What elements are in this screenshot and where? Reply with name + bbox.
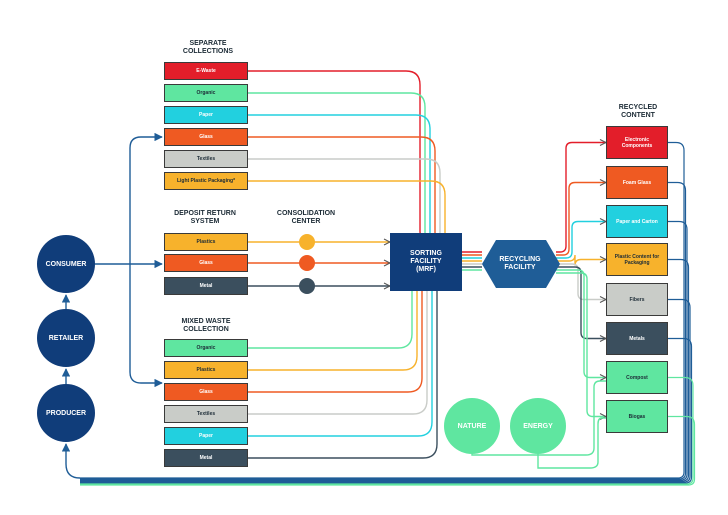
energy-node: ENERGY (510, 398, 566, 454)
mixed-waste-box: Metal (164, 449, 248, 467)
return-line (80, 337, 693, 484)
recycled-content-box: Fibers (606, 283, 668, 316)
flow-line (248, 278, 438, 459)
mixed-waste-box: Organic (164, 339, 248, 357)
flow-line (248, 136, 440, 246)
mixed-waste-box: Plastics (164, 361, 248, 379)
flow-line (248, 282, 428, 415)
return-line (80, 181, 687, 480)
recycled-content-box: Compost (606, 361, 668, 394)
retailer-node: RETAILER (37, 309, 95, 367)
mixed-waste-box: Paper (164, 427, 248, 445)
consolidation-center-heading: CONSOLIDATION CENTER (276, 210, 336, 225)
separate-collection-box: E-Waste (164, 62, 248, 80)
flow-line (471, 380, 606, 456)
recycling-facility-hexagon (482, 240, 560, 288)
flow-line (537, 417, 606, 469)
flow-line (248, 280, 433, 437)
return-line (80, 376, 694, 485)
flow-line (556, 220, 606, 259)
return-line (80, 220, 688, 481)
flow-line (129, 264, 163, 388)
consolidation-dot (299, 234, 315, 250)
recycled-content-box: Electronic Components (606, 126, 668, 159)
flow-line (129, 132, 163, 264)
flow-lines (61, 70, 696, 486)
flow-line (556, 254, 606, 266)
return-line (61, 443, 81, 479)
flow-line (556, 272, 606, 418)
flow-line (248, 288, 413, 349)
producer-node: PRODUCER (37, 384, 95, 442)
recycling-facility-label: RECYCLING FACILITY (499, 256, 541, 271)
mixed-waste-heading: MIXED WASTE COLLECTION (181, 318, 231, 333)
mixed-waste-box: Textiles (164, 405, 248, 423)
return-line (80, 298, 691, 483)
return-line (80, 258, 690, 482)
consumer-node: CONSUMER (37, 235, 95, 293)
separate-collection-box: Organic (164, 84, 248, 102)
consolidation-dot (299, 255, 315, 271)
separate-collections-heading: SEPARATE COLLECTIONS (182, 40, 234, 55)
sorting-facility-label: SORTING FACILITY (MRF) (410, 250, 442, 273)
consolidation-dot (299, 278, 315, 294)
mixed-waste-box: Glass (164, 383, 248, 401)
flow-line (556, 266, 606, 340)
flow-line (556, 181, 606, 256)
recycled-content-box: Foam Glass (606, 166, 668, 199)
return-line (80, 141, 685, 479)
recycled-content-box: Paper and Carton (606, 205, 668, 238)
deposit-return-box: Metal (164, 277, 248, 295)
recycled-content-heading: RECYCLED CONTENT (618, 104, 658, 119)
separate-collection-box: Paper (164, 106, 248, 124)
flow-line (248, 286, 418, 371)
separate-collection-box: Glass (164, 128, 248, 146)
recycled-content-box: Metals (606, 322, 668, 355)
flow-line (248, 284, 423, 393)
separate-collection-box: Textiles (164, 150, 248, 168)
recycled-content-box: Plastic Content for Packaging (606, 243, 668, 276)
deposit-return-heading: DEPOSIT RETURN SYSTEM (174, 210, 236, 225)
deposit-return-box: Plastics (164, 233, 248, 251)
separate-collection-box: Light Plastic Packaging* (164, 172, 248, 190)
deposit-return-box: Glass (164, 254, 248, 272)
sorting-facility-node: SORTING FACILITY (MRF) (390, 233, 462, 291)
return-line (80, 415, 696, 486)
flow-line (556, 141, 606, 253)
recycled-content-box: Biogas (606, 400, 668, 433)
nature-node: NATURE (444, 398, 500, 454)
nodes-layer (299, 234, 560, 294)
